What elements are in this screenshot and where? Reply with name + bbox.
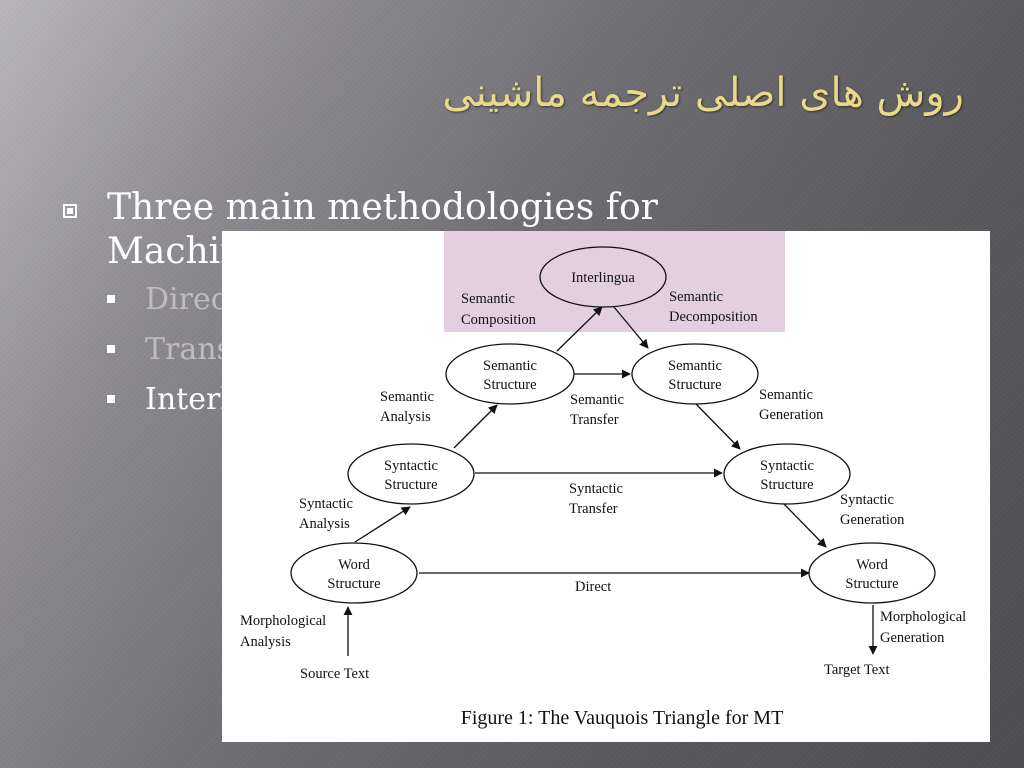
node-label-line2: Structure bbox=[668, 377, 721, 393]
node-label-line1: Word bbox=[338, 557, 371, 573]
semantic-decomposition-label: Decomposition bbox=[669, 309, 758, 325]
word-structure-target-node bbox=[808, 542, 936, 604]
slide-title: روش های اصلی ترجمه ماشینی bbox=[442, 70, 964, 116]
node-label-line1: Semantic bbox=[483, 358, 537, 374]
node-label-line1: Semantic bbox=[668, 358, 722, 374]
semantic-analysis-arrow bbox=[453, 404, 498, 449]
node-label-line2: Structure bbox=[845, 576, 898, 592]
syntactic-generation-label: Generation bbox=[840, 512, 905, 528]
semantic-transfer-label: Transfer bbox=[570, 412, 619, 428]
syntactic-structure-source-node bbox=[347, 443, 475, 505]
semantic-generation-label: Generation bbox=[759, 407, 824, 423]
node-label-line2: Structure bbox=[384, 477, 437, 493]
syntactic-analysis-arrow bbox=[354, 506, 411, 543]
syntactic-analysis-label: Analysis bbox=[299, 516, 350, 532]
node-label-line2: Structure bbox=[760, 477, 813, 493]
semantic-decomposition-label: Semantic bbox=[669, 289, 723, 305]
syntactic-generation-arrow bbox=[783, 503, 827, 548]
syntactic-transfer-label: Syntactic bbox=[569, 481, 623, 497]
semantic-analysis-label: Semantic bbox=[380, 389, 434, 405]
syntactic-structure-target-node bbox=[723, 443, 851, 505]
node-label-line2: Structure bbox=[327, 576, 380, 592]
figure-caption: Figure 1: The Vauquois Triangle for MT bbox=[461, 707, 784, 729]
node-label-line2: Structure bbox=[483, 377, 536, 393]
square-bullet-icon bbox=[63, 204, 77, 218]
small-square-icon bbox=[107, 395, 115, 403]
vauquois-diagram: Interlingua Semantic Structure Semantic … bbox=[240, 231, 966, 729]
semantic-analysis-label: Analysis bbox=[380, 409, 431, 425]
small-square-icon bbox=[107, 345, 115, 353]
source-text-label: Source Text bbox=[300, 666, 369, 682]
semantic-structure-source-node bbox=[445, 343, 575, 405]
morphological-generation-label: Generation bbox=[880, 630, 945, 646]
semantic-composition-arrow bbox=[556, 306, 603, 352]
syntactic-generation-label: Syntactic bbox=[840, 492, 894, 508]
interlingua-node-label: Interlingua bbox=[571, 270, 635, 286]
direct-label: Direct bbox=[575, 579, 611, 595]
semantic-transfer-label: Semantic bbox=[570, 392, 624, 408]
node-label-line1: Syntactic bbox=[760, 458, 814, 474]
semantic-decomposition-arrow bbox=[613, 306, 649, 349]
semantic-structure-target-node bbox=[631, 343, 759, 405]
semantic-generation-arrow bbox=[694, 402, 741, 450]
node-label-line1: Syntactic bbox=[384, 458, 438, 474]
semantic-composition-label: Semantic bbox=[461, 291, 515, 307]
small-square-icon bbox=[107, 295, 115, 303]
vauquois-figure: Interlingua Semantic Structure Semantic … bbox=[222, 231, 990, 742]
interlingua-node bbox=[539, 246, 667, 308]
morphological-analysis-label: Morphological bbox=[240, 613, 326, 629]
word-structure-source-node bbox=[290, 542, 418, 604]
syntactic-analysis-label: Syntactic bbox=[299, 496, 353, 512]
target-text-label: Target Text bbox=[824, 662, 889, 678]
semantic-composition-label: Composition bbox=[461, 312, 537, 328]
node-label-line1: Word bbox=[856, 557, 889, 573]
syntactic-transfer-label: Transfer bbox=[569, 501, 618, 517]
morphological-generation-label: Morphological bbox=[880, 609, 966, 625]
morphological-analysis-label: Analysis bbox=[240, 634, 291, 650]
semantic-generation-label: Semantic bbox=[759, 387, 813, 403]
